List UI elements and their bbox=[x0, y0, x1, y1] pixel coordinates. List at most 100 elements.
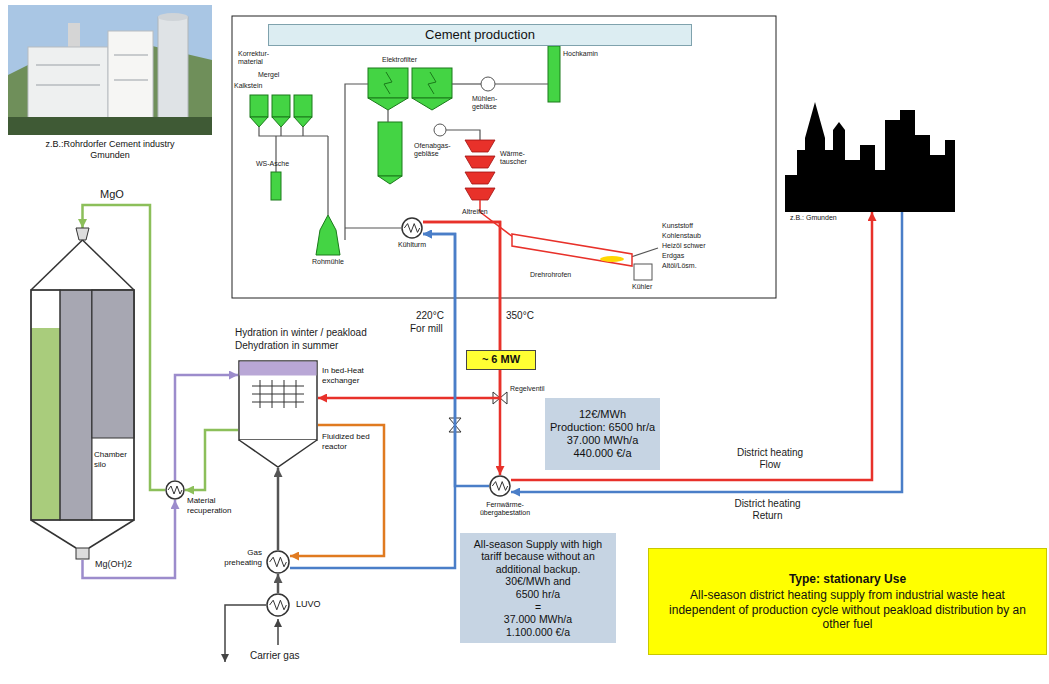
line-graphic bbox=[114, 80, 148, 81]
line-graphic bbox=[296, 380, 297, 408]
schematic-frame bbox=[232, 16, 776, 298]
path-graphic bbox=[345, 227, 401, 228]
plant-label: For mill bbox=[410, 323, 443, 335]
node-text: In bed-Heat exchanger bbox=[322, 366, 380, 385]
raw-material-hoppers bbox=[250, 46, 560, 255]
polyline-graphic bbox=[384, 72, 392, 94]
plant-label: Rohmühle bbox=[312, 258, 344, 266]
rect-graphic bbox=[28, 47, 108, 125]
g-graphic bbox=[36, 55, 148, 85]
line-graphic bbox=[89, 520, 134, 548]
node-text: Chamber silo bbox=[94, 450, 134, 469]
rect-graphic bbox=[239, 361, 317, 440]
plant-label: Heizöl schwer bbox=[662, 242, 706, 250]
node-text: LUVO bbox=[296, 599, 336, 610]
path-graphic bbox=[452, 83, 481, 84]
rect-graphic bbox=[108, 31, 153, 125]
kiln-fan bbox=[434, 124, 446, 136]
node-text: 37.000 MWh/a bbox=[465, 613, 611, 626]
line-graphic bbox=[31, 240, 83, 290]
path-graphic bbox=[446, 130, 480, 140]
path-graphic bbox=[785, 102, 955, 212]
pipe-connector bbox=[185, 430, 238, 490]
rect-graphic bbox=[412, 68, 452, 98]
chamber-silo: Chamber silo bbox=[30, 228, 135, 560]
filter-symbols bbox=[384, 72, 436, 94]
rect-graphic bbox=[240, 362, 317, 376]
path-graphic bbox=[495, 83, 548, 84]
polygon-graphic bbox=[465, 172, 495, 184]
polygon-graphic bbox=[294, 117, 312, 127]
plant-label: Kühler bbox=[632, 283, 652, 291]
polygon-graphic bbox=[250, 117, 268, 127]
line-graphic bbox=[31, 520, 76, 548]
material-recuperator: Material recuperation bbox=[165, 480, 185, 500]
rotary-kiln bbox=[512, 234, 632, 266]
plant-label: Kunststoff bbox=[662, 222, 693, 230]
circle-graphic bbox=[267, 594, 289, 616]
polygon-graphic bbox=[465, 188, 495, 200]
circle-graphic bbox=[166, 481, 184, 499]
title-band: Cement production bbox=[268, 24, 692, 46]
node-text: ~ 6 MW bbox=[471, 353, 531, 366]
node-text: Production: 6500 hr/a bbox=[549, 421, 656, 434]
plant-label: Mühlen- gebläse bbox=[472, 95, 506, 111]
plant-label: Erdgas bbox=[662, 252, 684, 260]
hx-outline bbox=[266, 550, 290, 574]
node-text: Fernwärme- übergabestation bbox=[469, 501, 541, 518]
rect-graphic bbox=[92, 290, 134, 520]
node-text: 30€/MWh and bbox=[465, 575, 611, 588]
fluidized-bed-reactor: In bed-Heat exchangerFluidized bed react… bbox=[238, 360, 318, 468]
pipe-connector bbox=[175, 375, 238, 480]
plant-photo: z.B.:Rohrdorfer Cement industry Gmunden bbox=[8, 5, 212, 165]
node-text: 12€/MWh bbox=[549, 408, 656, 421]
pipe-label: District heating Flow bbox=[725, 447, 815, 470]
line-graphic bbox=[284, 380, 285, 408]
node-text: Type: stationary Use bbox=[659, 572, 1036, 586]
plant-label: Hochkamin bbox=[563, 50, 598, 58]
node-text: All-season district heating supply from … bbox=[659, 588, 1036, 631]
polygon-graphic bbox=[76, 228, 89, 240]
rect-graphic bbox=[31, 328, 60, 520]
line-graphic bbox=[36, 65, 100, 66]
node-text: Kühlturm bbox=[387, 241, 437, 249]
rect-graphic bbox=[250, 95, 268, 117]
rect-graphic bbox=[8, 5, 212, 135]
air-preheater: LUVO bbox=[266, 593, 290, 617]
polygon-graphic bbox=[368, 98, 408, 110]
circle-graphic bbox=[267, 551, 289, 573]
node-text: z.B.: Gmunden bbox=[790, 214, 870, 222]
plant-label: Mg(OH)2 bbox=[95, 559, 132, 569]
pipe-connector bbox=[277, 468, 280, 550]
silo-outline bbox=[30, 228, 135, 560]
hx-outline bbox=[266, 593, 290, 617]
plant-label: MgO bbox=[100, 188, 124, 201]
node-text: = bbox=[465, 601, 611, 614]
polyline-graphic bbox=[428, 72, 436, 94]
polyline-graphic bbox=[270, 600, 287, 610]
ellipse-graphic bbox=[158, 13, 188, 21]
pipe-connector bbox=[423, 222, 500, 475]
plant-label: Kalkstein bbox=[234, 82, 262, 90]
plant-label: Elektrofilter bbox=[382, 56, 417, 64]
rect-graphic bbox=[31, 290, 60, 520]
rect-graphic bbox=[158, 17, 188, 125]
cooler-exchanger: Kühlturm bbox=[401, 217, 423, 239]
city-outline bbox=[785, 100, 955, 212]
rect-graphic bbox=[92, 290, 134, 438]
transfer-station: Fernwärme- übergabestation bbox=[489, 475, 511, 497]
path-graphic bbox=[259, 127, 328, 215]
plant-label: Korrektur- material bbox=[238, 50, 280, 66]
polygon-graphic bbox=[316, 215, 340, 255]
plant-label: Ofenabgas- gebläse bbox=[414, 142, 454, 158]
node-text: Cement production bbox=[275, 27, 685, 43]
line-graphic bbox=[114, 55, 148, 56]
cost-box: 12€/MWhProduction: 6500 hr/a37.000 MWh/a… bbox=[545, 398, 660, 470]
rect-graphic bbox=[294, 95, 312, 117]
node-text: Material recuperation bbox=[187, 496, 239, 515]
polyline-graphic bbox=[404, 224, 419, 233]
polyline-graphic bbox=[239, 440, 317, 467]
pipe-connector bbox=[511, 212, 902, 492]
polyline-graphic bbox=[270, 557, 287, 567]
